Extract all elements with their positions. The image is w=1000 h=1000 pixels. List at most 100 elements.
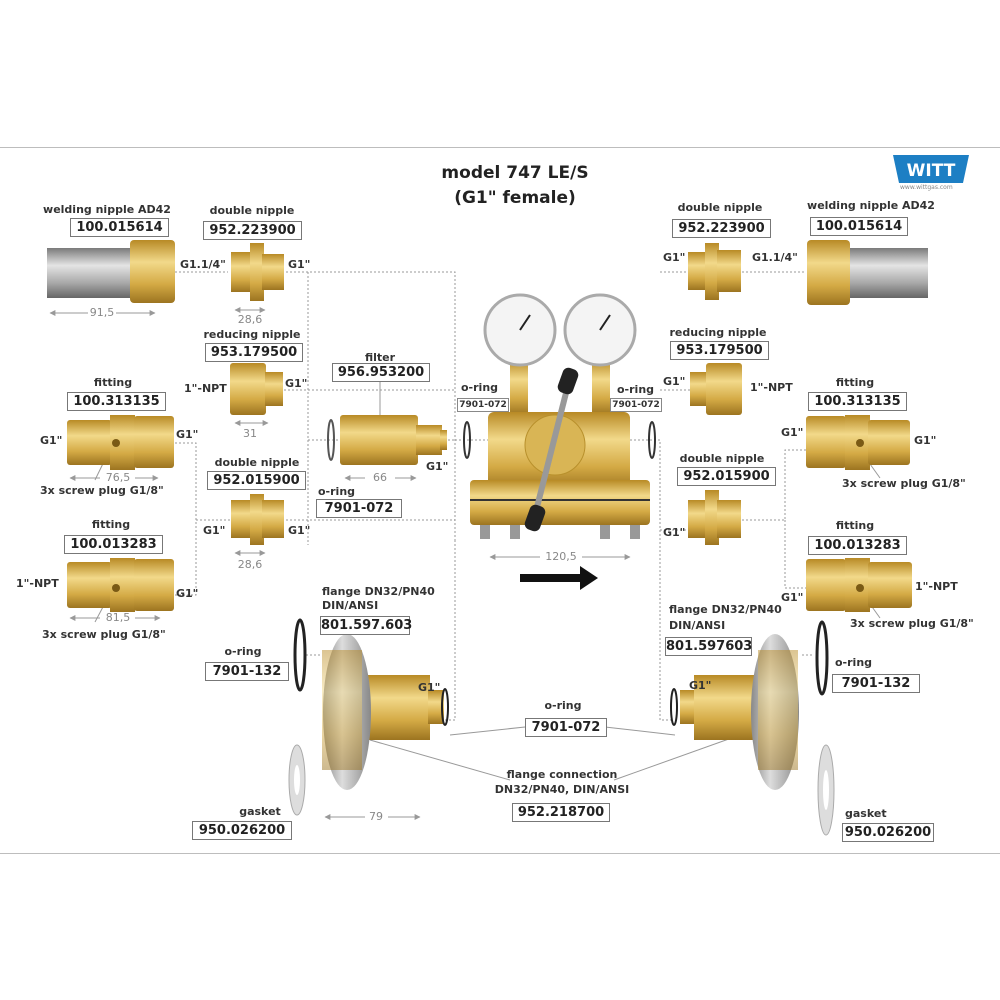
diagram-title: model 747 LE/S (441, 163, 589, 183)
right-flange-label-2: DIN/ANSI (669, 619, 726, 632)
right-fitting-2-thread-a: G1" (781, 591, 804, 604)
left-welding-nipple-image (47, 240, 175, 303)
center-oring-right-part: 7901-072 (610, 398, 662, 412)
filter-thread: G1" (426, 460, 449, 473)
left-fitting-1-dim: 76,5 (105, 471, 131, 484)
flange-connection-label-1: flange connection (506, 768, 618, 781)
left-fitting-2-part: 100.013283 (64, 535, 163, 554)
right-welding-nipple-image (807, 240, 928, 305)
right-fitting-1-label: fitting (835, 376, 875, 389)
right-flange-part: 801.597603 (665, 637, 753, 656)
filter-oring-part: 7901-072 (316, 499, 402, 518)
right-welding-nipple-part: 100.015614 (810, 217, 908, 236)
right-welding-nipple-label: welding nipple AD42 (807, 199, 935, 212)
left-gasket-label: gasket (239, 805, 281, 818)
left-flange-label-1: flange DN32/PN40 (322, 585, 435, 598)
left-reducing-nipple-part: 953.179500 (205, 343, 303, 362)
left-fitting-1-note: 3x screw plug G1/8" (40, 484, 164, 497)
left-double-nipple-bottom-image (231, 494, 284, 545)
regulator-image (463, 293, 656, 539)
right-flange-oring-image (815, 620, 829, 696)
left-double-nipple-bottom-part: 952.015900 (207, 471, 306, 490)
right-reducing-nipple-label: reducing nipple (669, 326, 767, 339)
center-oring-bottom-label: o-ring (544, 699, 582, 712)
right-flange-thread: G1" (689, 679, 712, 692)
right-flange-oring-part: 7901-132 (832, 674, 920, 693)
left-fitting-1-image (67, 415, 174, 470)
right-double-nipple-bottom-part: 952.015900 (677, 467, 776, 486)
left-flange-dim: 79 (369, 810, 383, 823)
right-gasket-image (817, 744, 835, 836)
right-double-nipple-top-part: 952.223900 (672, 219, 771, 238)
left-reducing-nipple-thread-out: G1" (285, 377, 308, 390)
right-double-nipple-top-thread-a: G1" (663, 251, 686, 264)
right-fitting-1-image (806, 415, 910, 470)
bottom-divider (0, 853, 1000, 854)
right-gasket-label: gasket (845, 807, 887, 820)
left-thread-g114: G1.1/4" (180, 258, 226, 271)
right-reducing-nipple-part: 953.179500 (670, 341, 769, 360)
left-fitting-2-thread-out: G1" (176, 587, 199, 600)
left-fitting-2-dim: 81,5 (105, 611, 131, 624)
left-double-nipple-top-image (231, 243, 284, 301)
right-double-nipple-bottom-image (688, 490, 741, 545)
left-double-nipple-bottom-label: double nipple (214, 456, 300, 469)
left-double-nipple-bottom-dim: 28,6 (237, 558, 263, 571)
left-fitting-2-note: 3x screw plug G1/8" (42, 628, 166, 641)
top-divider (0, 147, 1000, 148)
left-gasket-image (288, 744, 306, 816)
left-flange-oring-part: 7901-132 (205, 662, 289, 681)
left-fitting-1-part: 100.313135 (67, 392, 166, 411)
left-double-nipple-bottom-thread-b: G1" (288, 524, 311, 537)
left-flange-image (322, 634, 449, 790)
right-fitting-1-thread-a: G1" (781, 426, 804, 439)
right-fitting-1-part: 100.313135 (808, 392, 907, 411)
left-flange-part: 801.597.603 (320, 616, 413, 635)
left-welding-nipple-dim: 91,5 (89, 306, 115, 319)
left-double-nipple-top-part: 952.223900 (203, 221, 302, 240)
left-fitting-1-label: fitting (93, 376, 133, 389)
flow-direction-arrow-icon (520, 566, 598, 590)
right-reducing-nipple-thread-b: 1"-NPT (750, 381, 793, 394)
left-flange-label-2: DIN/ANSI (322, 599, 379, 612)
regulator-dim: 120,5 (545, 550, 577, 563)
left-reducing-nipple-dim: 31 (243, 427, 257, 440)
right-double-nipple-top-image (688, 243, 741, 300)
svg-text:WITT: WITT (907, 161, 956, 181)
left-gasket-part: 950.026200 (192, 821, 292, 840)
left-double-nipple-top-dim: 28,6 (237, 313, 263, 326)
center-oring-bottom-part: 7901-072 (525, 718, 607, 737)
right-fitting-2-note: 3x screw plug G1/8" (850, 617, 974, 630)
filter-part: 956.953200 (332, 363, 430, 382)
filter-oring-label: o-ring (318, 485, 356, 498)
left-reducing-nipple-image (230, 363, 283, 415)
left-fitting-2-image (67, 558, 174, 612)
right-fitting-2-thread-b: 1"-NPT (915, 580, 958, 593)
left-reducing-nipple-thread-in: 1"-NPT (184, 382, 227, 395)
left-welding-nipple-label: welding nipple AD42 (43, 203, 171, 216)
left-fitting-2-thread-in: 1"-NPT (16, 577, 59, 590)
right-fitting-2-image (806, 558, 912, 612)
left-fitting-1-thread-in: G1" (40, 434, 63, 447)
right-reducing-nipple-image (690, 363, 742, 415)
right-fitting-1-note: 3x screw plug G1/8" (842, 477, 966, 490)
right-double-nipple-top-label: double nipple (677, 201, 763, 214)
right-double-nipple-bottom-label: double nipple (679, 452, 765, 465)
left-double-nipple-top-thread: G1" (288, 258, 311, 271)
filter-dim: 66 (373, 471, 387, 484)
center-oring-left-label: o-ring (461, 381, 499, 394)
dimension-arrows (49, 307, 631, 820)
left-double-nipple-bottom-thread-a: G1" (203, 524, 226, 537)
left-welding-nipple-part: 100.015614 (70, 218, 169, 237)
left-reducing-nipple-label: reducing nipple (203, 328, 301, 341)
filter-label: filter (364, 351, 396, 364)
flange-connection-label-2: DN32/PN40, DIN/ANSI (494, 783, 630, 796)
right-gasket-part: 950.026200 (842, 823, 934, 842)
flange-connection-part: 952.218700 (512, 803, 610, 822)
right-double-nipple-bottom-thread: G1" (663, 526, 686, 539)
left-fitting-2-label: fitting (91, 518, 131, 531)
center-oring-right-label: o-ring (617, 383, 655, 396)
connector-lines (175, 271, 812, 721)
